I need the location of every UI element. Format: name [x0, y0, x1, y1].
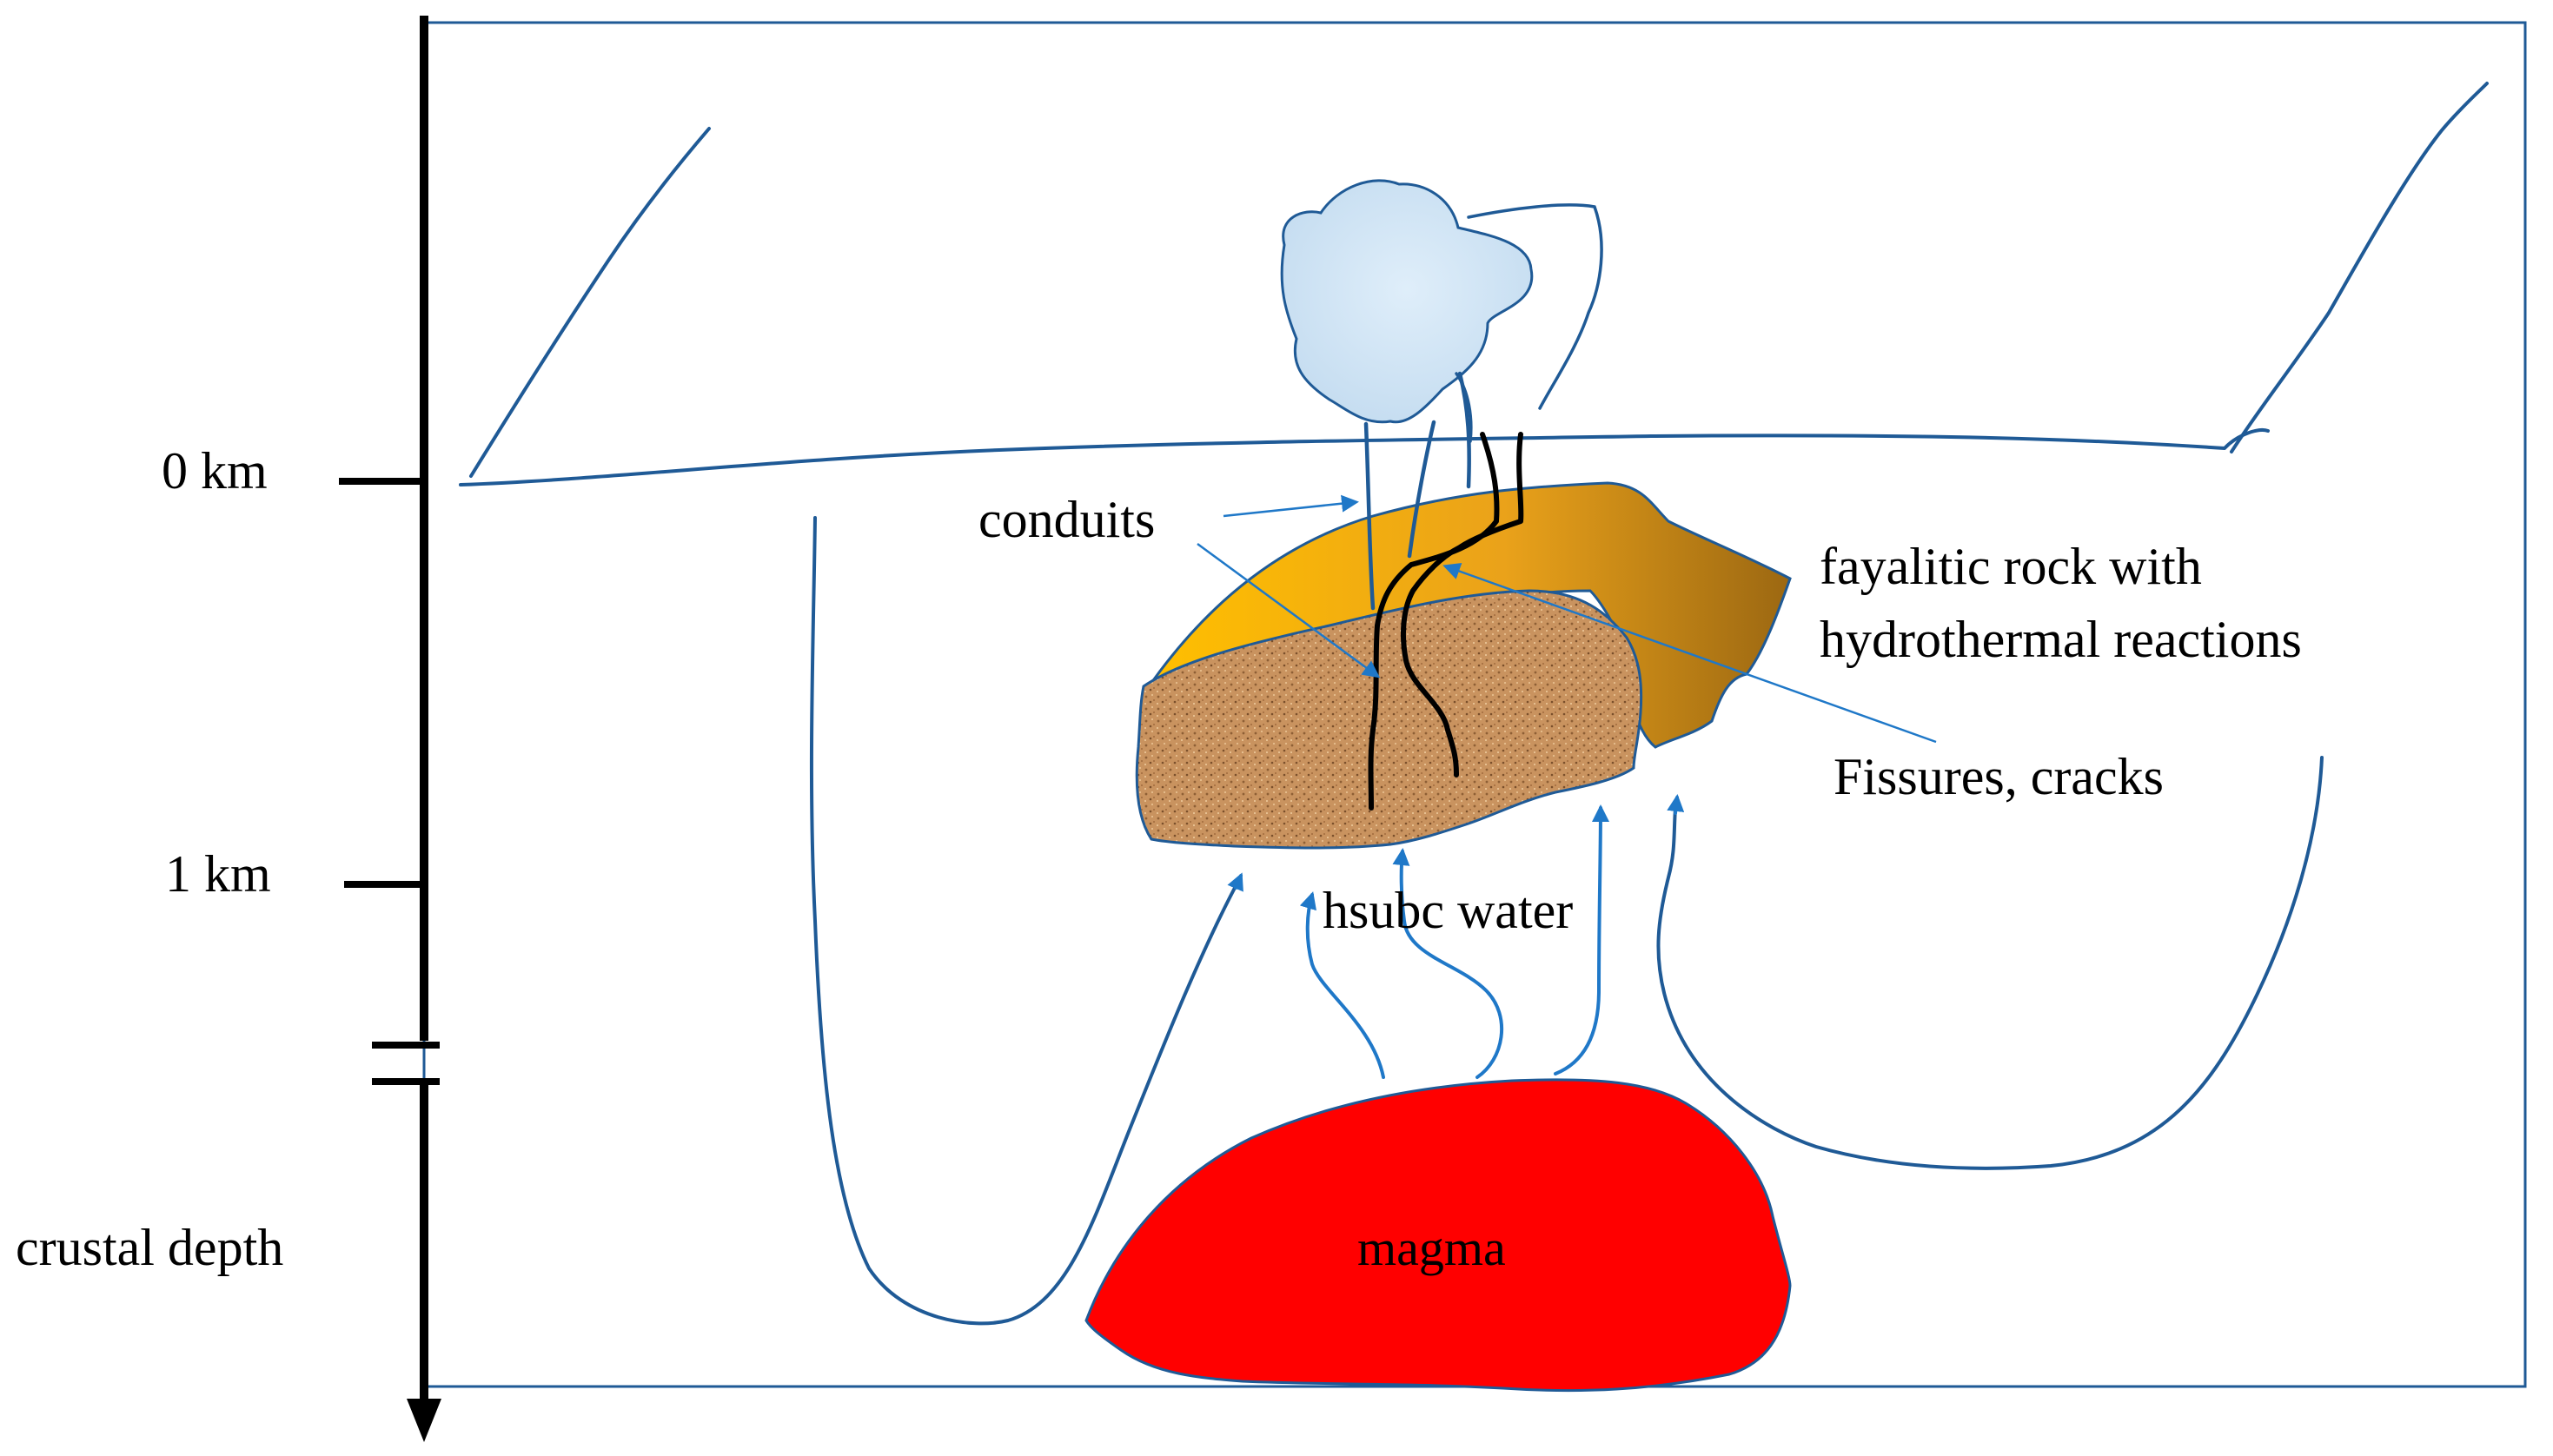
label-water: hsubc water	[1323, 882, 1573, 939]
label-conduits: conduits	[978, 491, 1155, 548]
steam-wisp-right	[1467, 203, 1603, 410]
conduits	[1363, 371, 1471, 611]
terrain-outlines	[459, 82, 2489, 1326]
tick-label-1km: 1 km	[165, 845, 271, 903]
fissure-2	[1401, 432, 1524, 778]
annotation-pointers	[1197, 494, 1937, 744]
left-slope-line	[469, 127, 711, 478]
left-circulation-line	[809, 516, 1237, 1326]
right-circulation-line	[1656, 756, 2324, 1170]
depth-axis-arrowhead	[407, 1399, 441, 1442]
steam-cloud	[1280, 179, 1534, 424]
label-fissures-cracks: Fissures, cracks	[1834, 748, 2164, 805]
pointer-conduits-to-top	[1223, 494, 1359, 518]
conduit-2	[1407, 420, 1436, 559]
flow-arrow-2	[1392, 848, 1504, 1079]
flow-arrow-5	[1667, 794, 1685, 815]
ground-surface-line	[459, 428, 2270, 486]
magma-chamber	[1084, 1078, 1792, 1393]
depth-axis: 0 km 1 km crustal depth	[16, 16, 441, 1442]
right-slope-line	[2230, 82, 2489, 453]
brown-rock-body	[1135, 589, 1643, 850]
flow-arrow-3	[1554, 804, 1609, 1075]
pointer-fissures	[1442, 562, 1937, 744]
tick-label-0km: 0 km	[162, 442, 268, 500]
label-fayalitic-line1: fayalitic rock with	[1820, 538, 2202, 595]
conduit-1	[1363, 421, 1376, 611]
conduit-3	[1457, 371, 1471, 489]
water-flow-arrows	[1227, 794, 1685, 1079]
fissures-cracks	[1368, 432, 1524, 811]
flow-arrow-1	[1299, 891, 1385, 1079]
pointer-conduits-to-rock	[1197, 542, 1381, 678]
label-fayalitic-line2: hydrothermal reactions	[1820, 611, 2302, 668]
flow-arrow-4	[1227, 872, 1243, 892]
fissure-1	[1368, 432, 1500, 811]
axis-label-crustal-depth: crustal depth	[16, 1219, 283, 1276]
label-magma: magma	[1357, 1220, 1506, 1276]
